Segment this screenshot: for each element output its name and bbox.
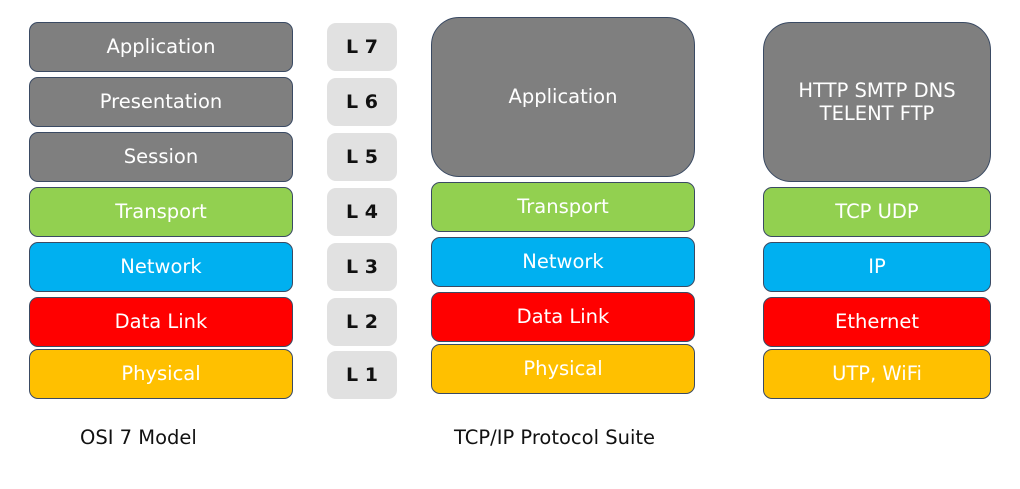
level-badge-2: L 2 bbox=[327, 298, 397, 346]
level-badge-5: L 5 bbox=[327, 133, 397, 181]
level-badge-7: L 7 bbox=[327, 23, 397, 71]
protocols-application: HTTP SMTP DNS TELENT FTP bbox=[763, 22, 991, 182]
tcpip-caption: TCP/IP Protocol Suite bbox=[454, 426, 655, 449]
osi-layer-network: Network bbox=[29, 242, 293, 292]
level-badge-4: L 4 bbox=[327, 188, 397, 236]
level-badge-3: L 3 bbox=[327, 243, 397, 291]
osi-layer-session: Session bbox=[29, 132, 293, 182]
protocols-data-link: Ethernet bbox=[763, 297, 991, 347]
level-badge-1: L 1 bbox=[327, 351, 397, 399]
protocols-physical: UTP, WiFi bbox=[763, 349, 991, 399]
osi-caption: OSI 7 Model bbox=[80, 426, 197, 449]
osi-layer-presentation: Presentation bbox=[29, 77, 293, 127]
osi-layer-data-link: Data Link bbox=[29, 297, 293, 347]
tcpip-layer-transport: Transport bbox=[431, 182, 695, 232]
protocols-transport: TCP UDP bbox=[763, 187, 991, 237]
tcpip-layer-physical: Physical bbox=[431, 344, 695, 394]
tcpip-layer-data-link: Data Link bbox=[431, 292, 695, 342]
level-badge-6: L 6 bbox=[327, 78, 397, 126]
osi-layer-transport: Transport bbox=[29, 187, 293, 237]
protocols-network: IP bbox=[763, 242, 991, 292]
osi-layer-physical: Physical bbox=[29, 349, 293, 399]
tcpip-layer-network: Network bbox=[431, 237, 695, 287]
osi-layer-application: Application bbox=[29, 22, 293, 72]
tcpip-layer-application: Application bbox=[431, 17, 695, 177]
